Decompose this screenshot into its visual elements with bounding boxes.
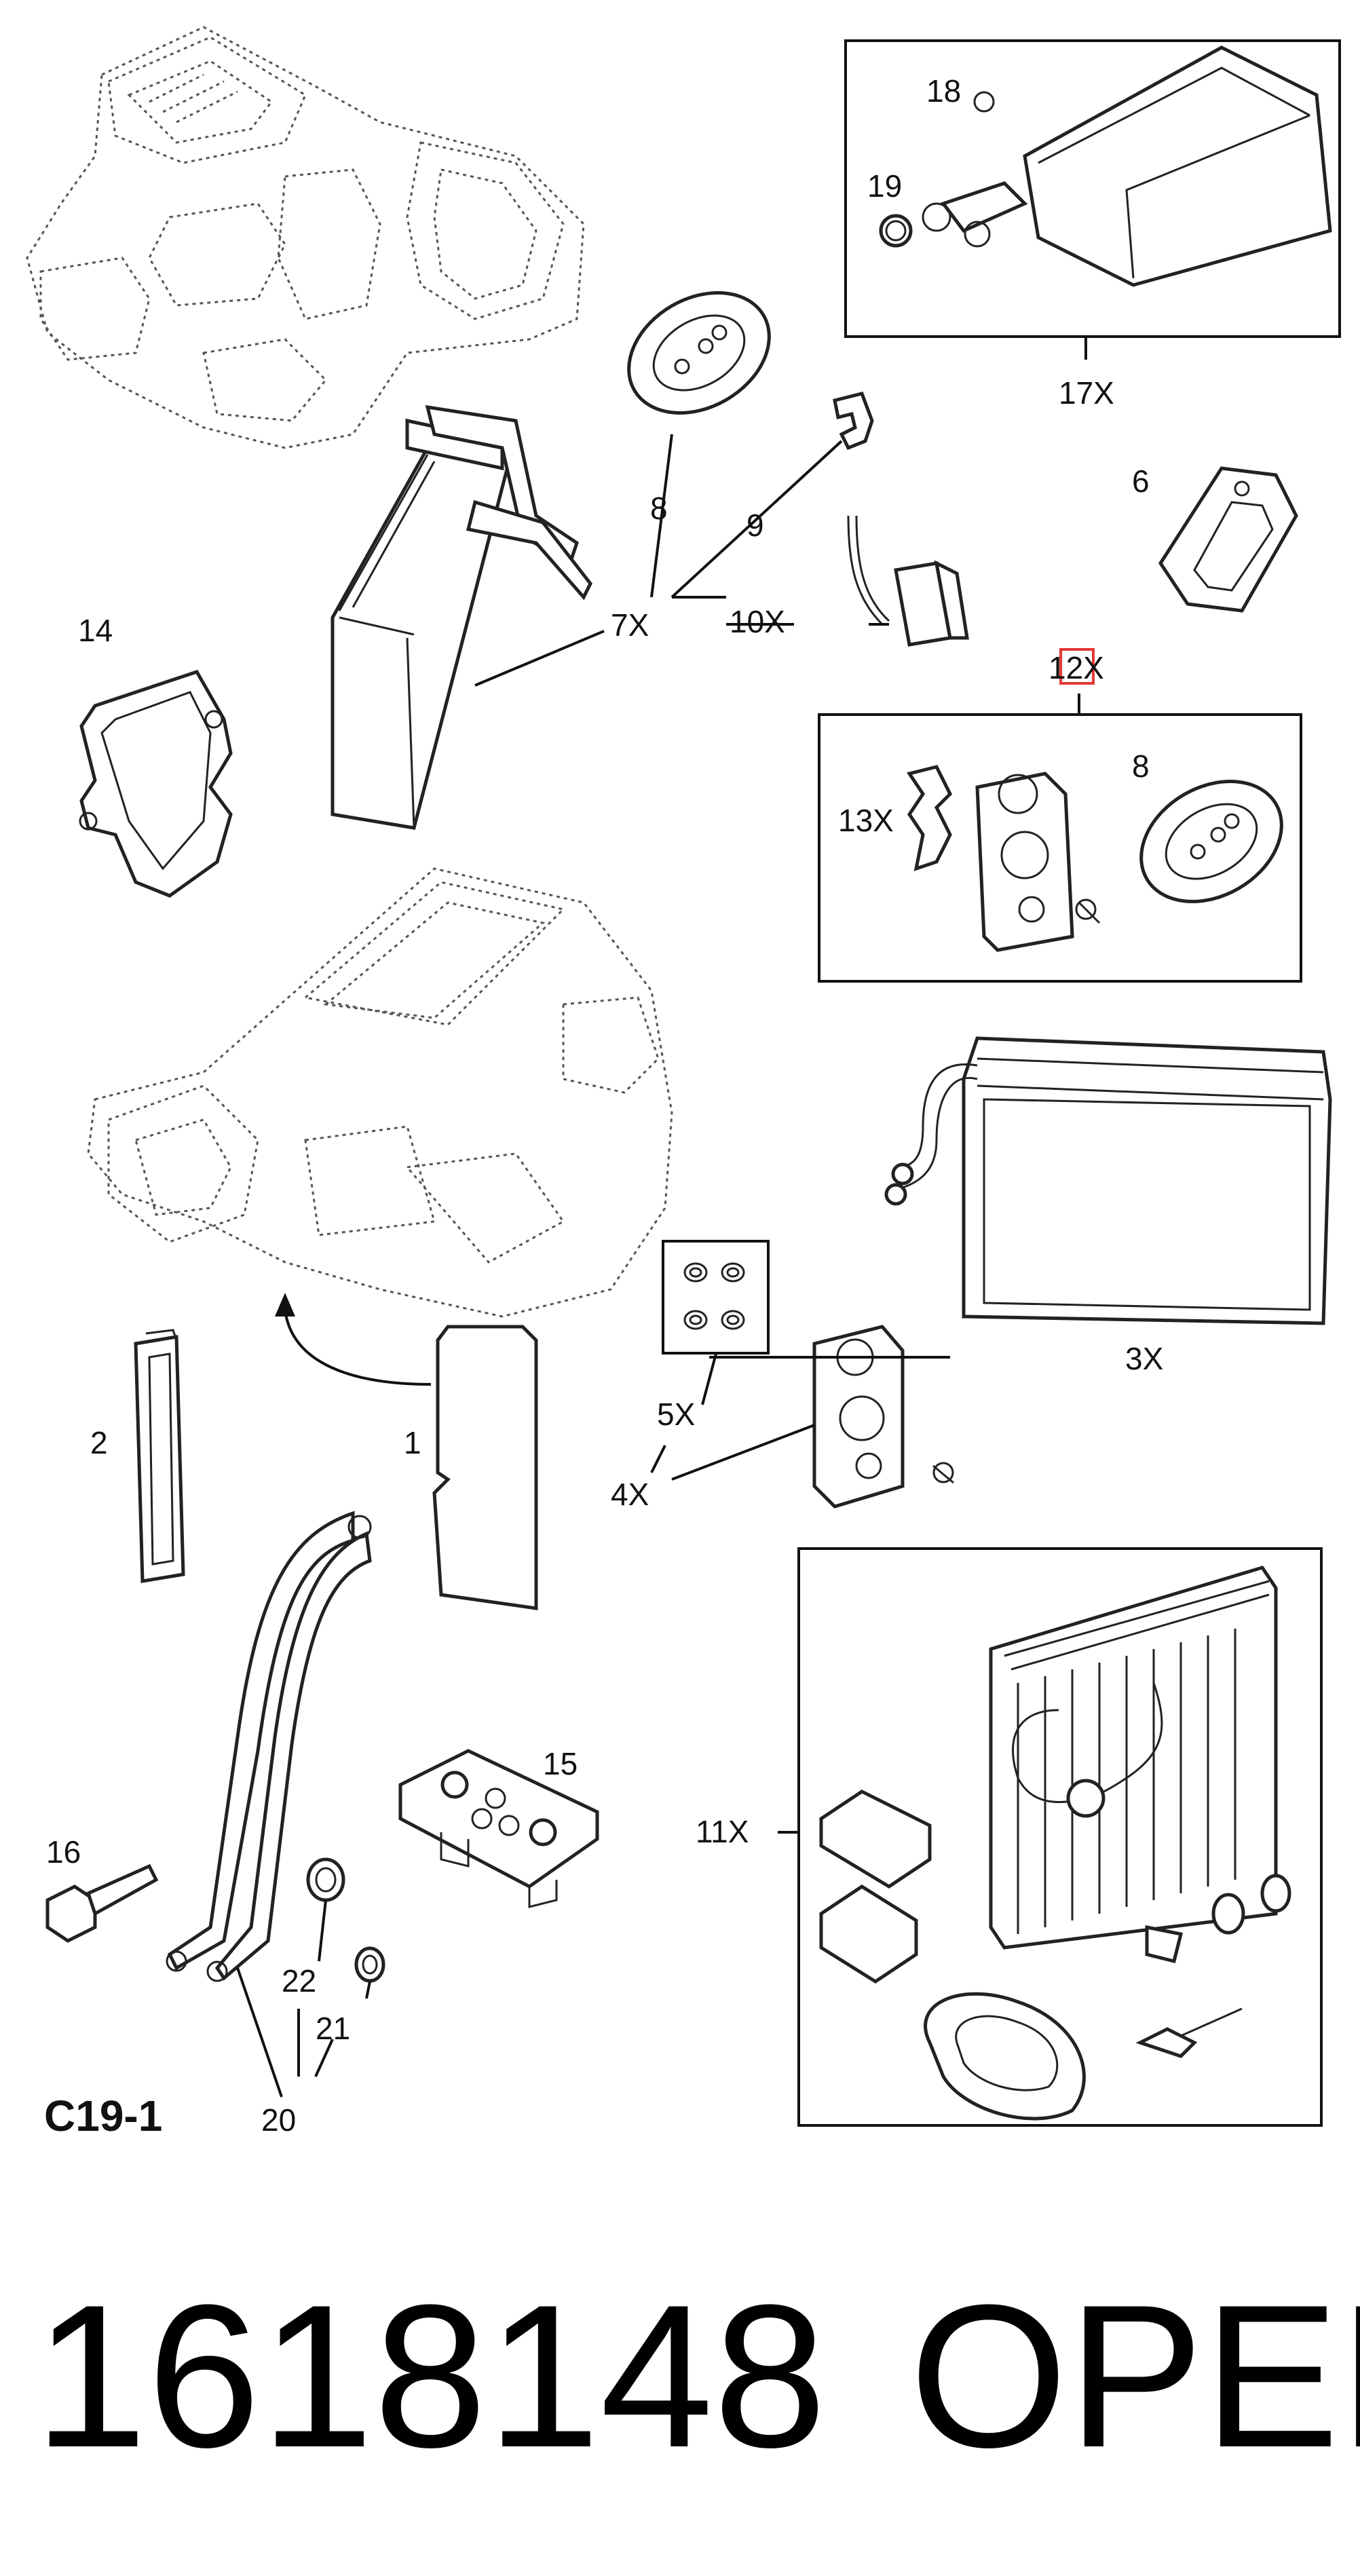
o-rings-drawing <box>306 1857 385 1983</box>
callout-10: 10X <box>730 604 785 639</box>
panel-drawing <box>432 1325 538 1610</box>
diagram-reference: C19-1 <box>44 2091 162 2140</box>
bracket-drawing <box>398 1749 599 1908</box>
callout-5: 5X <box>657 1397 695 1432</box>
callout-12: 12X <box>1049 650 1104 685</box>
callout-22: 22 <box>282 1963 316 1999</box>
callout-6: 6 <box>1132 463 1150 499</box>
hvac-housing-upper-drawing <box>26 26 585 449</box>
highlight-marker <box>1059 648 1095 685</box>
part-number: 1618148 <box>34 2262 827 2490</box>
part-17-box <box>844 39 1341 360</box>
seal-kit-box <box>662 1240 770 1355</box>
clip-drawing <box>833 392 874 451</box>
sensor-drawing <box>847 515 969 647</box>
callout-3: 3X <box>1125 1341 1163 1376</box>
seal-drawing-upper <box>627 291 771 415</box>
part-11-box <box>797 1547 1323 2127</box>
callout-19: 19 <box>867 168 902 204</box>
expansion-valve-drawing <box>812 1325 954 1509</box>
part-12-box <box>818 694 1302 983</box>
heater-core-drawing <box>330 404 592 830</box>
callout-2: 2 <box>90 1425 108 1460</box>
callout-11: 11X <box>696 1814 749 1849</box>
filter-frame-drawing <box>134 1329 185 1583</box>
arrow-to-housing <box>275 1293 432 1386</box>
callout-1: 1 <box>404 1425 421 1460</box>
bolt-drawing <box>45 1863 159 1943</box>
callout-17: 17X <box>1059 375 1114 411</box>
leader-lines <box>236 434 950 2098</box>
callout-21: 21 <box>316 2011 350 2046</box>
callout-14: 14 <box>78 613 113 648</box>
callout-20: 20 <box>261 2102 296 2138</box>
callout-8-lower: 8 <box>1132 749 1150 784</box>
callout-4: 4X <box>611 1477 649 1512</box>
callout-15: 15 <box>543 1746 578 1781</box>
callout-16: 16 <box>46 1834 81 1870</box>
seal-large-drawing <box>1158 466 1298 613</box>
callout-13: 13X <box>838 803 894 838</box>
hvac-housing-lower-drawing <box>87 867 673 1318</box>
callout-8-upper: 8 <box>650 491 668 526</box>
evaporator-drawing <box>884 1036 1332 1325</box>
callout-7: 7X <box>611 607 649 643</box>
callout-18: 18 <box>926 73 961 109</box>
gasket-drawing <box>79 669 233 898</box>
brand-name: OPEL <box>909 2262 1360 2490</box>
callout-9: 9 <box>747 508 764 543</box>
pipes-drawing <box>166 1511 372 1982</box>
